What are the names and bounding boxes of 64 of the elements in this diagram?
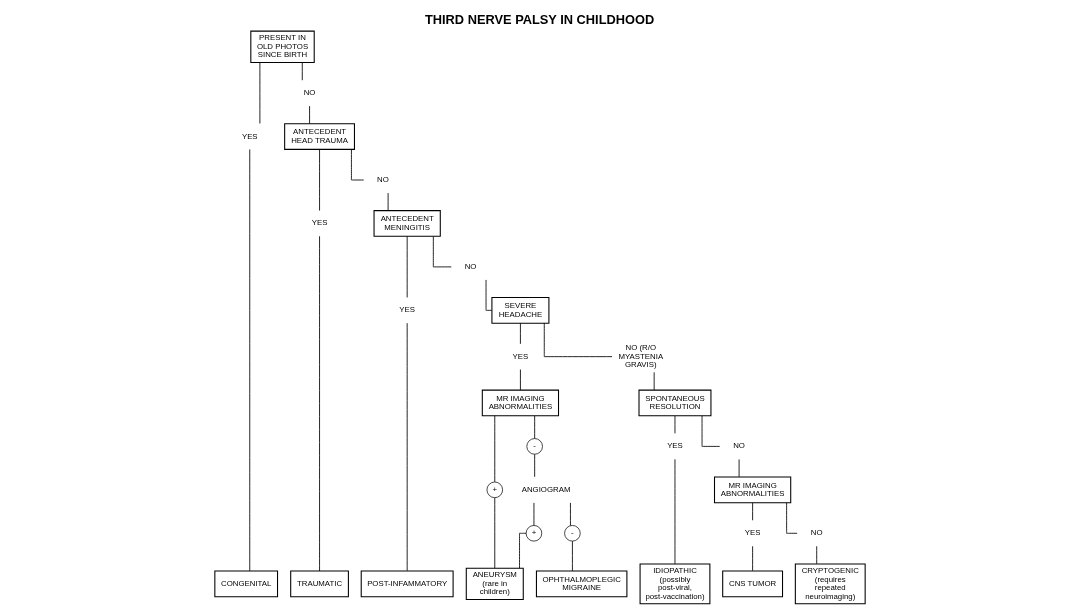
node-text: YES: [744, 528, 761, 538]
node-text: NO: [810, 528, 823, 538]
connector: [701, 415, 721, 447]
connector: [534, 453, 536, 478]
connector: [494, 415, 496, 483]
connector: [752, 502, 754, 521]
node-text: YES: [512, 351, 529, 361]
node-box: IDIOPATHIC (possibly post-viral, post-vaccination): [639, 563, 711, 605]
connector: [533, 502, 535, 526]
connector: [520, 369, 521, 391]
connector: [485, 279, 493, 311]
diagram-title: THIRD NERVE PALSY IN CHILDHOOD: [424, 11, 655, 27]
node-box: CRYPTOGENIC (requires repeated neuroimaging): [794, 563, 866, 605]
connector: [572, 540, 573, 572]
connector: [301, 62, 303, 81]
connector: [816, 545, 818, 565]
node-box: ANTECEDENT HEAD TRAUMA: [284, 123, 355, 150]
connector: [786, 502, 798, 534]
connector: [249, 149, 251, 572]
connector: [570, 502, 571, 526]
node-box: PRESENT IN OLD PHOTOS SINCE BIRTH: [250, 30, 315, 63]
connector: [406, 322, 408, 572]
connector: [319, 235, 320, 572]
connector: [543, 322, 613, 358]
connector: [259, 62, 261, 124]
node-box: CNS TUMOR: [722, 570, 784, 598]
node-box: MR IMAGING ABNORMALITIES: [713, 476, 792, 504]
node-box: ANTECEDENT MENINGITIS: [373, 210, 441, 237]
node-circle: -: [526, 438, 543, 455]
node-box: MR IMAGING ABNORMALITIES: [481, 389, 560, 417]
node-text: NO: [377, 175, 389, 184]
node-text: YES: [311, 218, 328, 228]
connector: [432, 236, 452, 268]
connector: [520, 322, 521, 345]
node-text: NO (R/O MYASTENIA GRAVIS): [618, 343, 664, 370]
node-box: CONGENITAL: [214, 570, 279, 598]
connector: [534, 415, 536, 439]
node-text: YES: [399, 305, 415, 315]
connector: [406, 235, 408, 298]
node-box: POST-INFAMMATORY: [360, 570, 454, 598]
node-box: ANEURYSM (rare in children): [465, 567, 524, 601]
node-box: SPONTANEOUS RESOLUTION: [638, 389, 712, 417]
node-box: TRAUMATIC: [290, 570, 349, 598]
connector: [674, 415, 676, 434]
connector: [387, 192, 389, 211]
node-circle: -: [564, 525, 581, 542]
node-text: ANGIOGRAM: [521, 484, 571, 494]
connector: [494, 497, 496, 569]
connector: [752, 545, 754, 572]
connector: [309, 105, 310, 124]
connector: [674, 458, 676, 565]
node-box: OPHTHALMOPLEGIC MIGRAINE: [535, 570, 628, 598]
connector: [519, 532, 527, 569]
connector: [738, 459, 740, 478]
connector: [653, 371, 655, 391]
node-circle: +: [525, 525, 543, 542]
node-box: SEVERE HEADACHE: [491, 297, 550, 324]
node-text: NO: [464, 261, 477, 271]
node-text: YES: [241, 131, 258, 141]
connector: [319, 148, 320, 211]
node-text: NO: [303, 88, 316, 98]
node-text: NO: [733, 441, 745, 451]
node-circle: +: [486, 481, 503, 499]
node-text: YES: [667, 441, 683, 451]
